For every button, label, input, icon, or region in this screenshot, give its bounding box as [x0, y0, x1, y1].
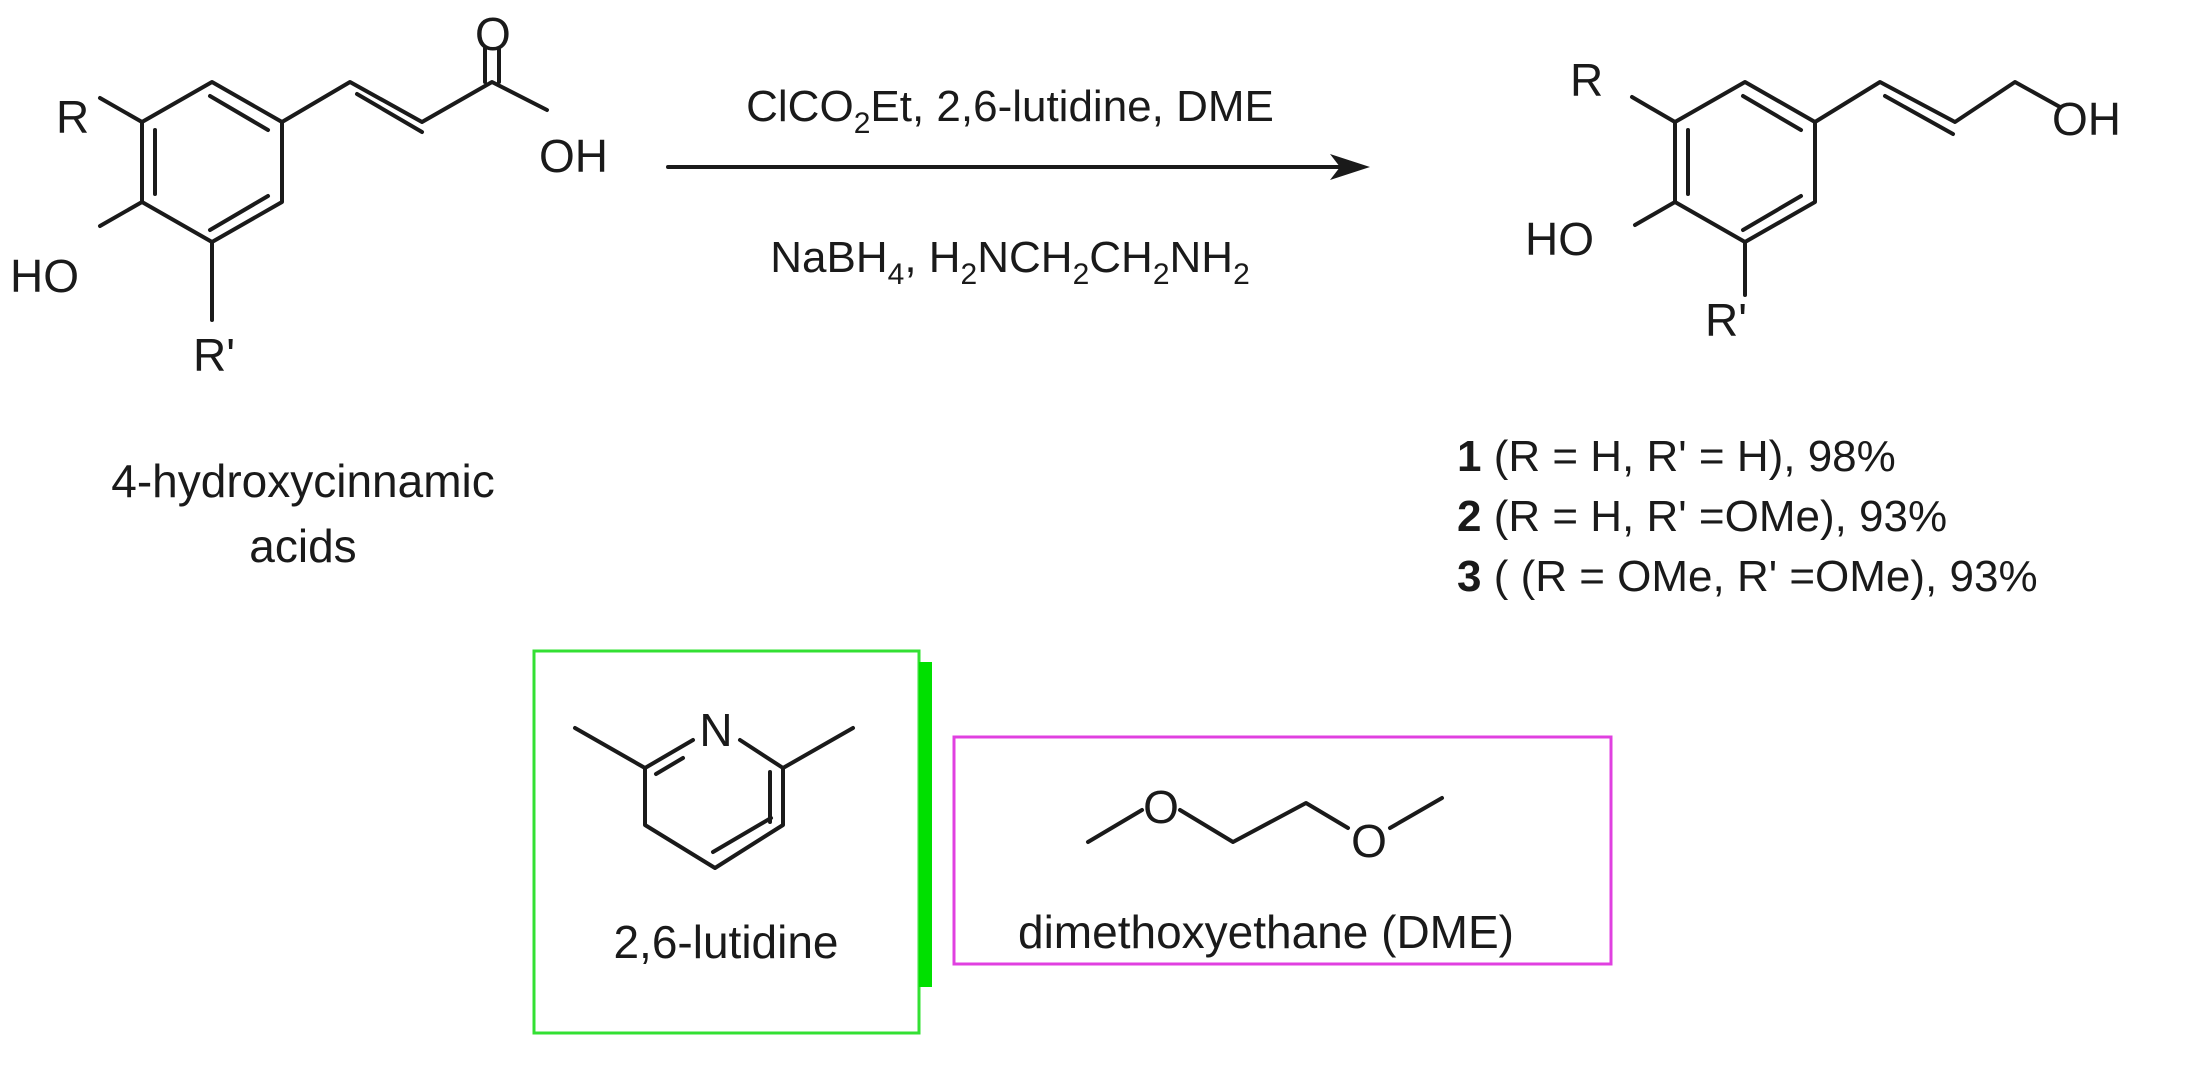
reagents-top: ClCO2Et, 2,6-lutidine, DME [746, 82, 1274, 140]
lutidine-ring [643, 738, 785, 870]
reactant-alkene-double [355, 92, 424, 134]
lutidine-methyls [573, 726, 855, 770]
dme-box [952, 735, 1613, 966]
dme-o2-label: O [1351, 815, 1387, 867]
dme-name: dimethoxyethane (DME) [1018, 906, 1514, 958]
reactant-r-label: R [56, 91, 89, 143]
product-r-prime-label: R' [1705, 294, 1747, 346]
reactant-ring [140, 80, 284, 244]
reaction-arrow-head [1330, 154, 1370, 180]
product-oh-label: OH [2052, 93, 2121, 145]
product-structure: R HO R' OH [1525, 54, 2121, 346]
lutidine-inner-bonds [654, 756, 773, 854]
reagents-bottom: NaBH4, H2NCH2CH2NH2 [770, 233, 1250, 291]
reactant-r-prime-label: R' [193, 329, 235, 381]
yield-line-3: 3 ( (R = OMe, R' =OMe), 93% [1457, 552, 2038, 601]
product-r-label: R [1570, 54, 1603, 106]
reactant-structure: R HO R' O OH [10, 8, 608, 381]
reactant-substituent-bonds [98, 80, 549, 322]
reactant-oh-label: OH [539, 130, 608, 182]
lutidine-n-label: N [699, 704, 732, 756]
yield-line-1: 1 (R = H, R' = H), 98% [1457, 432, 1896, 481]
reactant-ho-label: HO [10, 250, 79, 302]
product-substituent-bonds [1630, 80, 2062, 297]
product-ring [1673, 80, 1817, 244]
lutidine-structure: N [573, 704, 855, 870]
product-alkene-double [1883, 94, 1955, 136]
reactant-name-line2: acids [249, 520, 356, 572]
dme-structure: O O [1086, 781, 1444, 867]
lutidine-name: 2,6-lutidine [613, 916, 838, 968]
reactant-carbonyl-o-label: O [475, 8, 511, 60]
reactant-carbonyl [483, 46, 501, 84]
reactant-name-line1: 4-hydroxycinnamic [111, 455, 494, 507]
yield-line-2: 2 (R = H, R' =OMe), 93% [1457, 492, 1947, 541]
lutidine-box-bar [919, 662, 932, 987]
product-ring-inner-bonds [1686, 94, 1803, 232]
reactant-ring-inner-bonds [153, 94, 270, 232]
dme-o1-label: O [1143, 781, 1179, 833]
product-ho-label: HO [1525, 213, 1594, 265]
dme-bonds [1086, 796, 1444, 844]
